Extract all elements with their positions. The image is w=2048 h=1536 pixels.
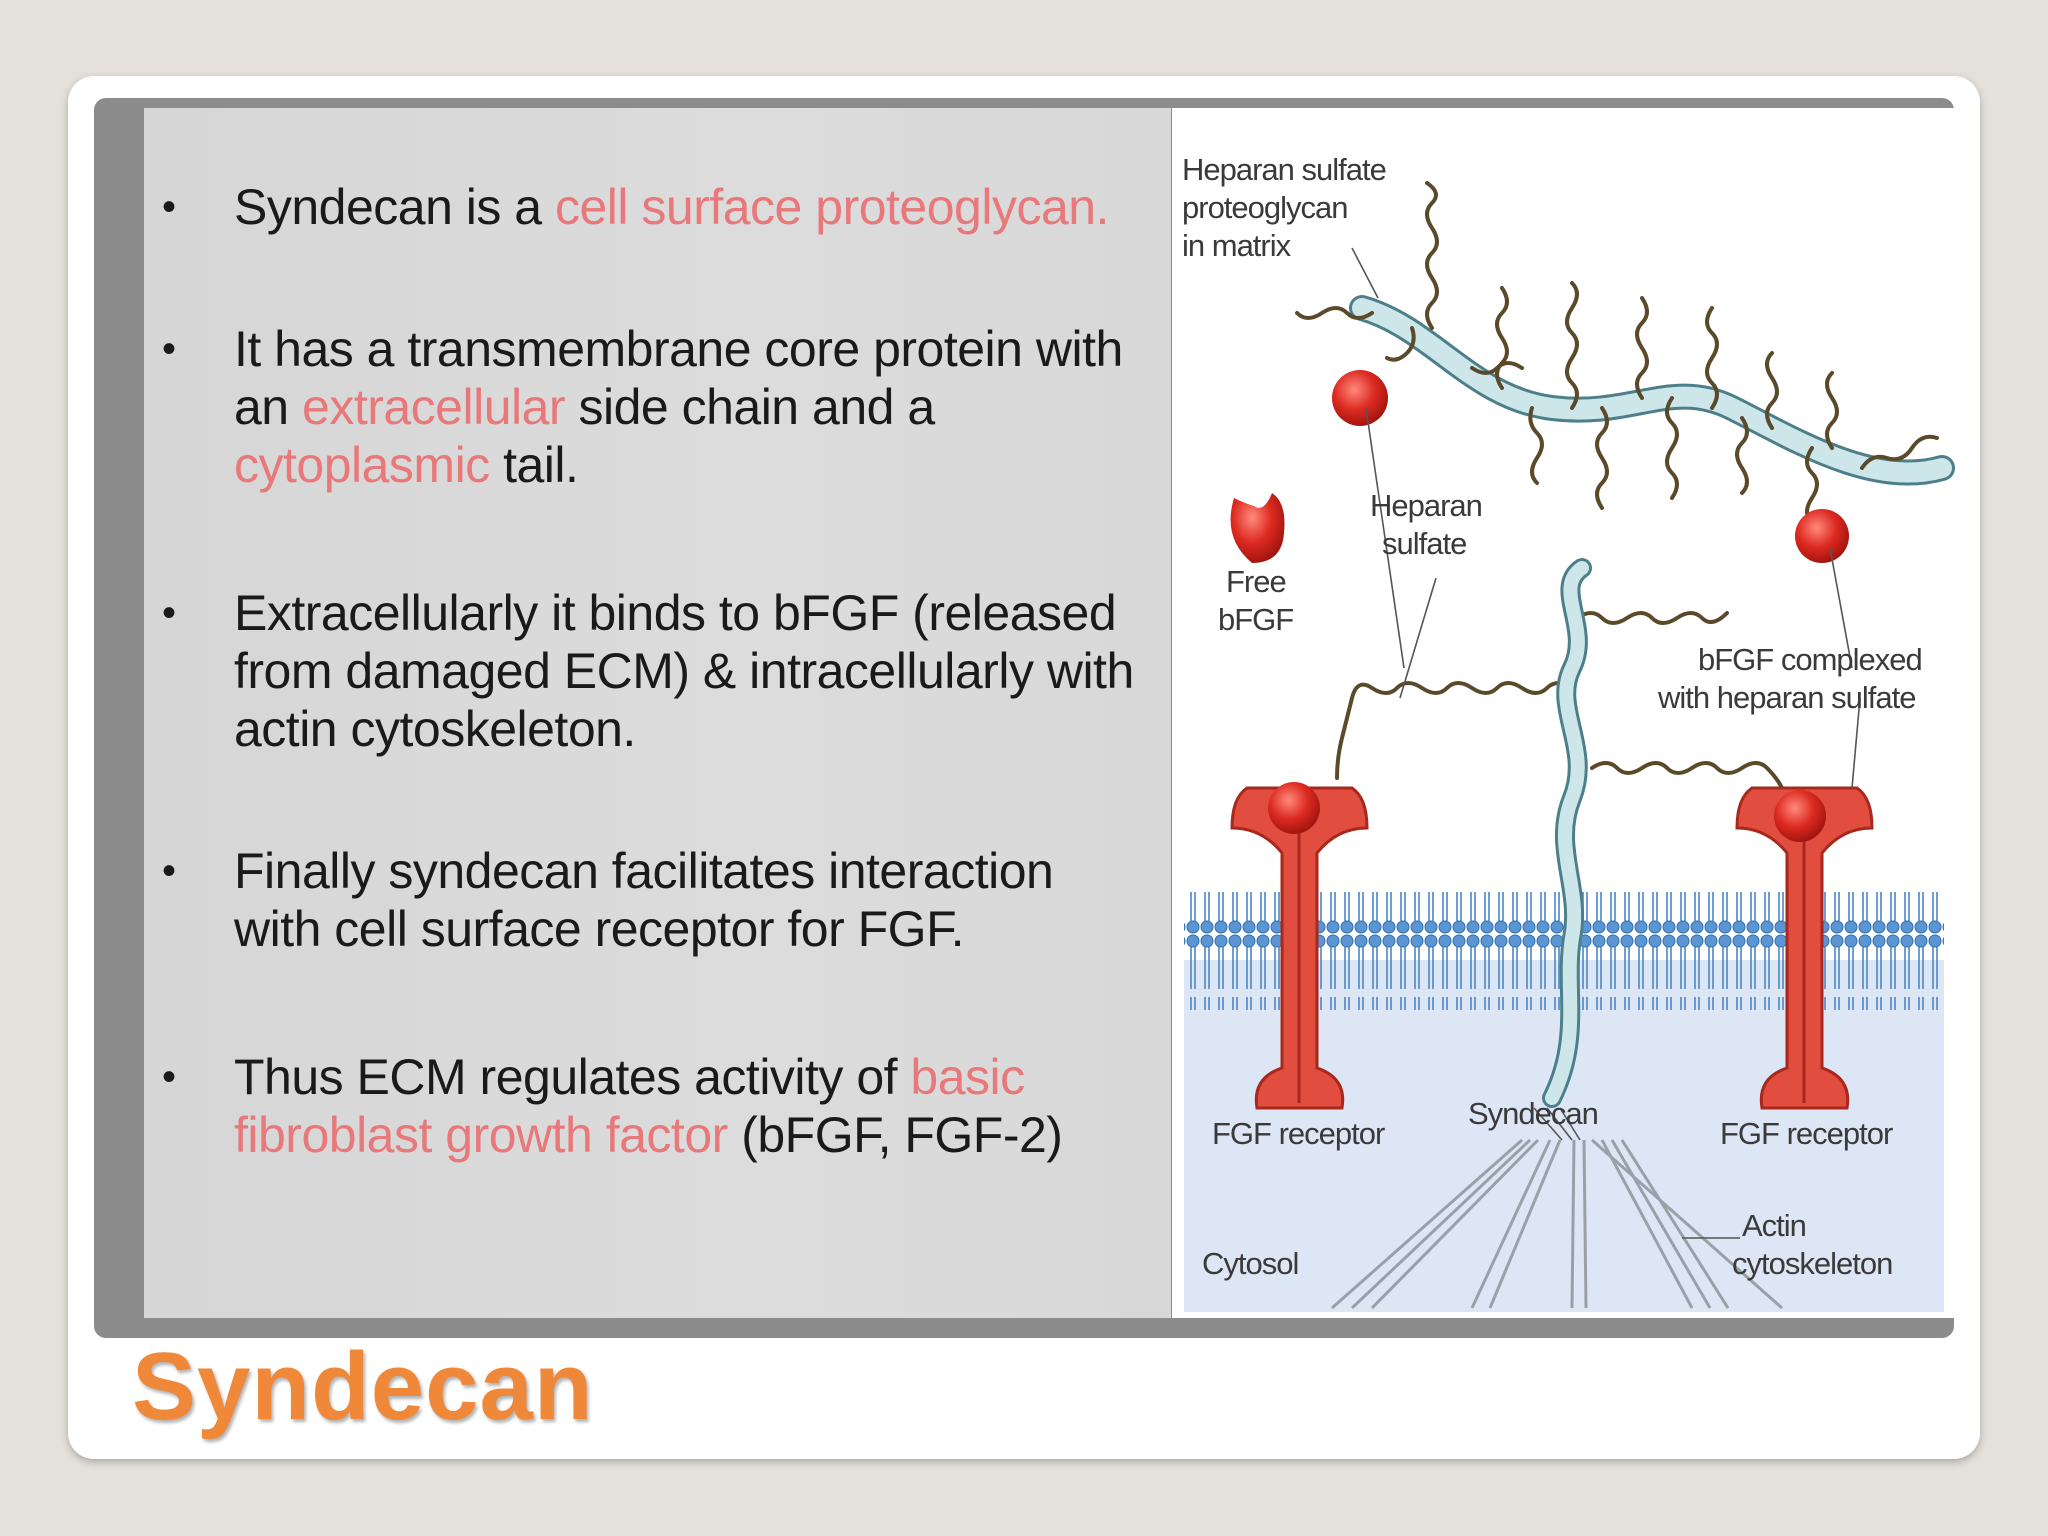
- bullet-marker: •: [162, 1055, 176, 1099]
- diagram-svg: Heparan sulfate proteoglycan in matrix H…: [1182, 152, 1955, 1312]
- bfgf-in-matrix: [1332, 370, 1388, 426]
- content-frame: • Syndecan is a cell surface proteoglycan…: [94, 98, 1958, 1338]
- label-free-2: bFGF: [1218, 602, 1293, 637]
- bullet-item: • Thus ECM regulates activity of basic fi…: [162, 1048, 1134, 1164]
- label-cytosol: Cytosol: [1202, 1246, 1298, 1281]
- label-heparan-1: Heparan: [1370, 488, 1482, 523]
- bullet-list: • Syndecan is a cell surface proteoglycan…: [144, 108, 1171, 1318]
- highlighted-text: basic fibroblast growth factor: [234, 1049, 1025, 1163]
- text-panel: • Syndecan is a cell surface proteoglycan…: [144, 108, 1171, 1318]
- syndecan-core-protein: [1545, 561, 1589, 1105]
- label-fgf-receptor-left: FGF receptor: [1212, 1116, 1385, 1151]
- bullet-text: It has a transmembrane core protein with…: [234, 321, 1123, 435]
- syndecan-side-chains: [1335, 611, 1785, 835]
- slide-title: Syndecan: [132, 1333, 594, 1440]
- label-hspg-3: in matrix: [1182, 228, 1292, 263]
- matrix-proteoglycan-core: [1352, 298, 1952, 483]
- bullet-item: • Extracellularly it binds to bFGF (relea…: [162, 584, 1134, 758]
- bullet-text: side chain and a: [565, 379, 935, 435]
- bfgf-on-receptor-right: [1774, 790, 1826, 842]
- label-free-1: Free: [1226, 564, 1286, 599]
- bullet-text: (bFGF, FGF-2): [727, 1107, 1063, 1163]
- bullet-item: • It has a transmembrane core protein wit…: [162, 320, 1134, 494]
- fgf-receptor-right: [1735, 786, 1874, 1110]
- free-bfgf: [1230, 493, 1285, 563]
- label-syndecan: Syndecan: [1468, 1096, 1598, 1131]
- highlighted-text: extracellular: [302, 379, 566, 435]
- label-actin-2: cytoskeleton: [1732, 1246, 1892, 1281]
- label-fgf-receptor-right: FGF receptor: [1720, 1116, 1893, 1151]
- bullet-text: Syndecan is a: [234, 179, 555, 235]
- label-complex-1: bFGF complexed: [1698, 642, 1922, 677]
- bullet-item: • Syndecan is a cell surface proteoglycan…: [162, 178, 1134, 236]
- bullet-text: Extracellularly it binds to bFGF (releas…: [234, 585, 1134, 757]
- bullet-marker: •: [162, 185, 176, 229]
- label-actin-1: Actin: [1742, 1208, 1806, 1243]
- bullet-marker: •: [162, 327, 176, 371]
- heparan-sulfate-chains: [1295, 181, 1939, 525]
- bullet-text: Thus ECM regulates activity of: [234, 1049, 911, 1105]
- bullet-marker: •: [162, 591, 176, 635]
- leader-lines: [1351, 247, 1861, 1239]
- bullet-item: • Finally syndecan facilitates interactio…: [162, 842, 1134, 958]
- bullet-text: tail.: [489, 437, 579, 493]
- bfgf-in-matrix-right: [1795, 509, 1849, 563]
- bullet-text: Finally syndecan facilitates interaction…: [234, 843, 1054, 957]
- highlighted-text: cytoplasmic: [234, 437, 490, 493]
- actin-filaments: [1331, 1138, 1783, 1310]
- bfgf-on-receptor-left: [1268, 782, 1320, 834]
- label-hspg-2: proteoglycan: [1182, 190, 1348, 225]
- slide: • Syndecan is a cell surface proteoglycan…: [68, 76, 1980, 1459]
- highlighted-text: cell surface proteoglycan.: [554, 179, 1109, 235]
- label-complex-2: with heparan sulfate: [1657, 680, 1915, 715]
- syndecan-diagram: Heparan sulfate proteoglycan in matrix H…: [1172, 108, 1958, 1318]
- fgf-receptor-left: [1230, 786, 1369, 1110]
- label-heparan-2: sulfate: [1382, 526, 1466, 561]
- bullet-marker: •: [162, 849, 176, 893]
- label-hspg-1: Heparan sulfate: [1182, 152, 1386, 187]
